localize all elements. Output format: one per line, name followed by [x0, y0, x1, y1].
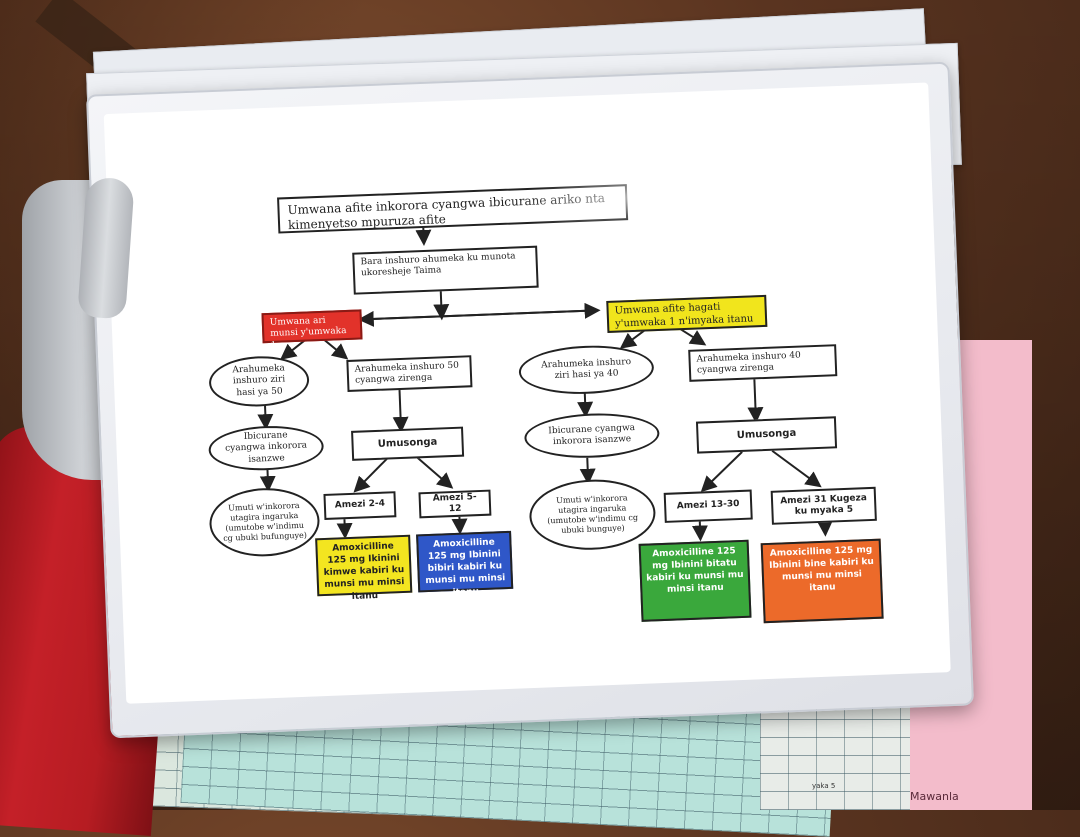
- ledger-form-text: yaka 5: [812, 782, 836, 790]
- arrow-right-above-pneu: [747, 377, 764, 424]
- left-age-a-node: Amezi 2-4: [323, 491, 397, 520]
- arrow-to-1to5: [441, 302, 601, 319]
- arrow-left-cold-remedy: [259, 468, 276, 493]
- arrow-to-under1: [357, 310, 442, 327]
- right-dose-b-node: Amoxicilline 125 mg Ibinini bine kabiri …: [760, 538, 884, 624]
- pink-folder-handwriting: Mawanla: [910, 790, 959, 803]
- arrow-count-down: [433, 289, 450, 321]
- right-dose-a-node: Amoxicilline 125 mg Ibinini bitatu kabir…: [638, 539, 752, 622]
- arrow-right-cold-remedy: [579, 457, 596, 485]
- glove-thumb: [77, 176, 135, 320]
- left-above-node: Arahumeka inshuro 50 cyangwa zirenga: [346, 355, 473, 392]
- right-above-node: Arahumeka inshuro 40 cyangwa zirenga: [688, 344, 838, 382]
- under1-node: Umwana ari munsi y'umwaka 1: [261, 309, 363, 350]
- right-age-b-node: Amezi 31 Kugeza ku myaka 5: [770, 486, 877, 525]
- arrow-right-pneu-b: [771, 449, 822, 488]
- flowchart-sheet: Umwana afite inkorora cyangwa ibicurane …: [103, 82, 951, 704]
- left-dose-a-node: Amoxicilline 125 mg Ikinini kimwe kabiri…: [315, 534, 413, 602]
- arrow-right-a-dose: [691, 521, 708, 542]
- one-to-five-node: Umwana afite hagati y'umwaka 1 n'imyaka …: [606, 294, 768, 333]
- arrow-left-a-dose: [336, 518, 353, 540]
- right-age-a-node: Amezi 13-30: [663, 489, 753, 523]
- arrow-left-above-pneu: [392, 388, 409, 433]
- arrow-left-below-cold: [257, 403, 274, 431]
- left-age-b-node: Amezi 5-12: [418, 489, 492, 519]
- arrow-right-pneu-a: [700, 451, 743, 493]
- count-node: Bara inshuro ahumeka ku munota ukoreshej…: [352, 245, 539, 295]
- left-pneumonia-node: Umusonga: [351, 426, 465, 461]
- ledger-form-right: [760, 700, 910, 810]
- left-dose-b-node: Amoxicilline 125 mg Ibinini bibiri kabir…: [416, 530, 514, 598]
- arrow-right-below-cold: [577, 390, 594, 418]
- right-pneumonia-node: Umusonga: [695, 416, 838, 454]
- arrow-left-pneu-b: [416, 456, 454, 489]
- laminated-flowchart-card: Umwana afite inkorora cyangwa ibicurane …: [85, 61, 975, 739]
- arrow-left-pneu-a: [353, 457, 388, 493]
